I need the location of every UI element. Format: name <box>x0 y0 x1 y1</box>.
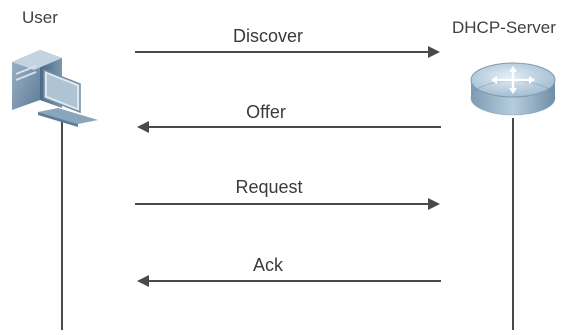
message-label-discover: Discover <box>232 26 304 46</box>
message-label-offer: Offer <box>246 102 286 122</box>
message-arrow-request <box>135 198 440 210</box>
message-arrow-ack <box>137 275 441 287</box>
message-arrow-discover <box>135 46 440 58</box>
router-icon <box>470 62 556 116</box>
message-arrow-offer <box>137 121 441 133</box>
desktop-computer-icon <box>12 50 98 127</box>
dhcp-server-label: DHCP-Server <box>452 18 556 37</box>
user-label: User <box>22 8 58 27</box>
message-label-request: Request <box>235 177 303 197</box>
message-label-ack: Ack <box>252 255 284 275</box>
